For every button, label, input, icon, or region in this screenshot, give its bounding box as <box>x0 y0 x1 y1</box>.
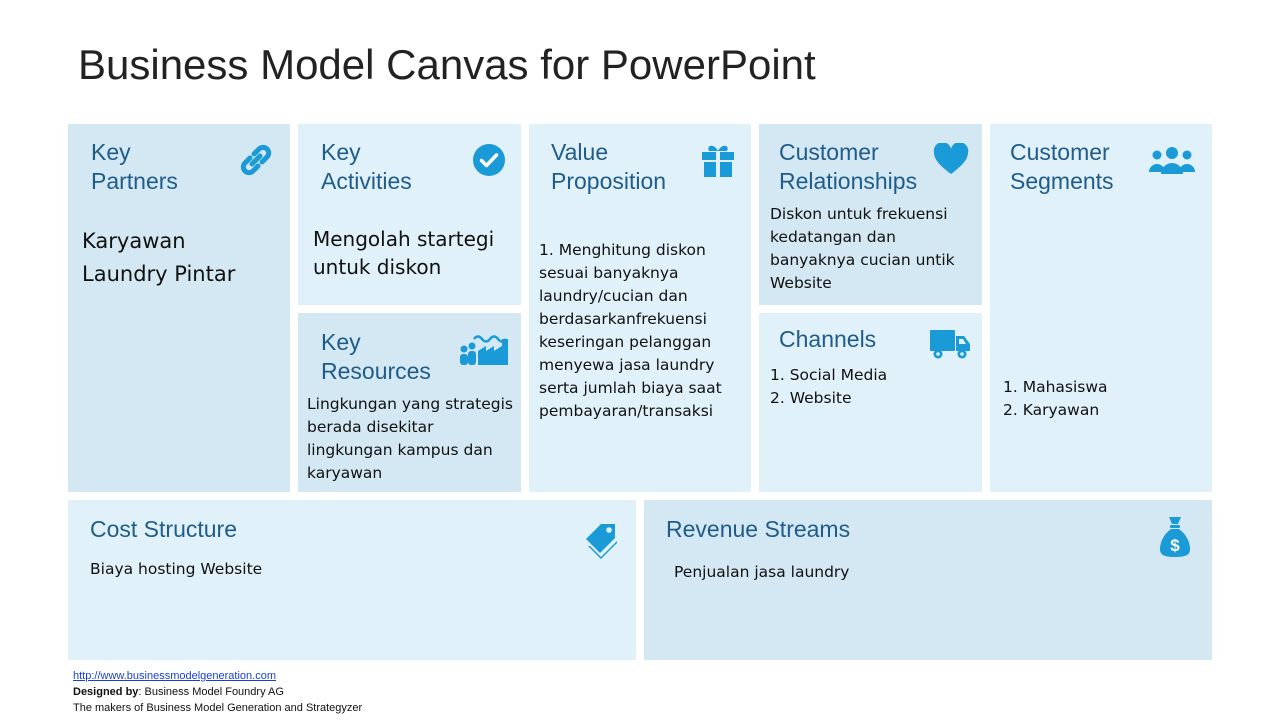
money-bag-icon: $ <box>1159 515 1191 559</box>
revenue-streams-box: Revenue Streams $ Penjualan jasa laundry <box>644 500 1212 660</box>
customer-segments-heading: Customer Segments <box>1010 139 1114 194</box>
value-proposition-heading: Value Proposition <box>551 139 667 194</box>
customer-relationships-content: Diskon untuk frekuensi kedatangan dan ba… <box>770 205 955 292</box>
channels-box: Channels 1. Social Media 2. Website <box>759 313 982 492</box>
page-title: Business Model Canvas for PowerPoint <box>78 41 816 88</box>
heart-icon <box>933 143 969 175</box>
check-circle-icon <box>472 143 506 177</box>
channels-heading: Channels <box>779 326 877 352</box>
customer-segments-content: 1. Mahasiswa 2. Karyawan <box>1003 378 1108 419</box>
customer-relationships-heading: Customer Relationships <box>779 139 918 194</box>
key-activities-heading: Key Activities <box>321 139 412 194</box>
footer-makers: The makers of Business Model Generation … <box>73 702 363 714</box>
key-resources-content: Lingkungan yang strategis berada disekit… <box>307 395 513 482</box>
customer-segments-box: Customer Segments 1. Mahasiswa 2. Karyaw… <box>990 124 1212 492</box>
customer-relationships-box: Customer Relationships Diskon untuk frek… <box>759 124 982 305</box>
key-partners-box: Key Partners Karyawan Laundry Pintar <box>68 124 290 492</box>
key-partners-heading: Key Partners <box>91 139 178 194</box>
channels-content: 1. Social Media 2. Website <box>770 366 888 407</box>
cost-structure-box: Cost Structure Biaya hosting Website <box>68 500 636 660</box>
value-proposition-box: Value Proposition 1. Menghitung diskon s… <box>529 124 751 492</box>
cost-structure-heading: Cost Structure <box>90 516 237 542</box>
people-factory-icon <box>458 329 510 369</box>
key-activities-content: Mengolah startegi untuk diskon <box>313 227 495 279</box>
tag-icon <box>583 519 621 561</box>
value-proposition-content: 1. Menghitung diskon sesuai banyaknya la… <box>539 241 722 420</box>
link-icon <box>238 142 274 178</box>
key-resources-box: Key Resources Lingkungan yang strategis … <box>298 313 521 492</box>
footer: http://www.businessmodelgeneration.com D… <box>73 668 362 716</box>
gift-icon <box>700 142 736 178</box>
truck-icon <box>929 328 971 360</box>
group-icon <box>1148 146 1196 176</box>
key-resources-heading: Key Resources <box>321 329 431 384</box>
key-partners-content: Karyawan Laundry Pintar <box>82 229 236 286</box>
key-activities-box: Key Activities Mengolah startegi untuk d… <box>298 124 521 305</box>
svg-text:$: $ <box>1170 536 1180 555</box>
cost-structure-content: Biaya hosting Website <box>90 560 263 578</box>
designed-by: Designed by: Business Model Foundry AG <box>73 686 284 698</box>
revenue-streams-heading: Revenue Streams <box>666 516 851 542</box>
revenue-streams-content: Penjualan jasa laundry <box>674 563 850 581</box>
footer-link[interactable]: http://www.businessmodelgeneration.com <box>73 670 276 682</box>
